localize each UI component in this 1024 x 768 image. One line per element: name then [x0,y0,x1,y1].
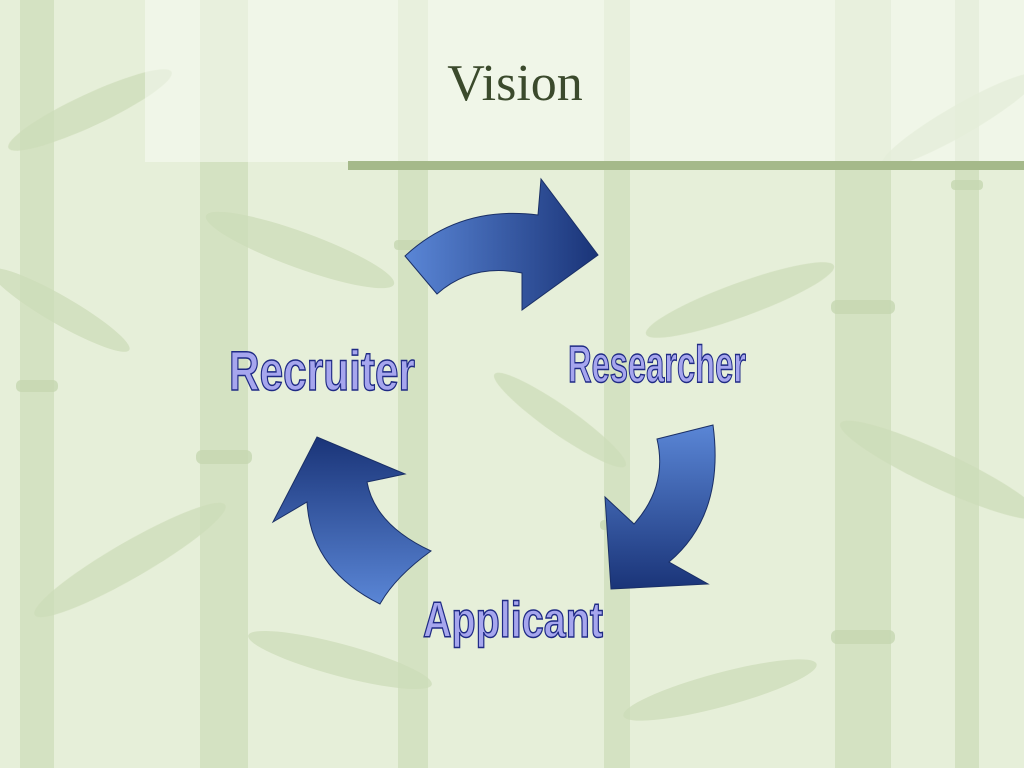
node-applicant: Applicant [422,591,604,649]
cycle-arrow-researcher-to-applicant [604,424,716,590]
node-label-applicant: Applicant [423,592,603,648]
node-label-recruiter: Recruiter [229,339,415,402]
slide-title: Vision [447,55,583,112]
node-researcher: Researcher [567,335,747,395]
cycle-arrow-applicant-to-recruiter [271,436,432,605]
header-band [145,0,1024,162]
node-recruiter: Recruiter [228,338,416,403]
node-label-researcher: Researcher [568,336,746,394]
cycle-arrow-recruiter-to-researcher [404,177,599,311]
title-accent-line [348,161,1024,170]
